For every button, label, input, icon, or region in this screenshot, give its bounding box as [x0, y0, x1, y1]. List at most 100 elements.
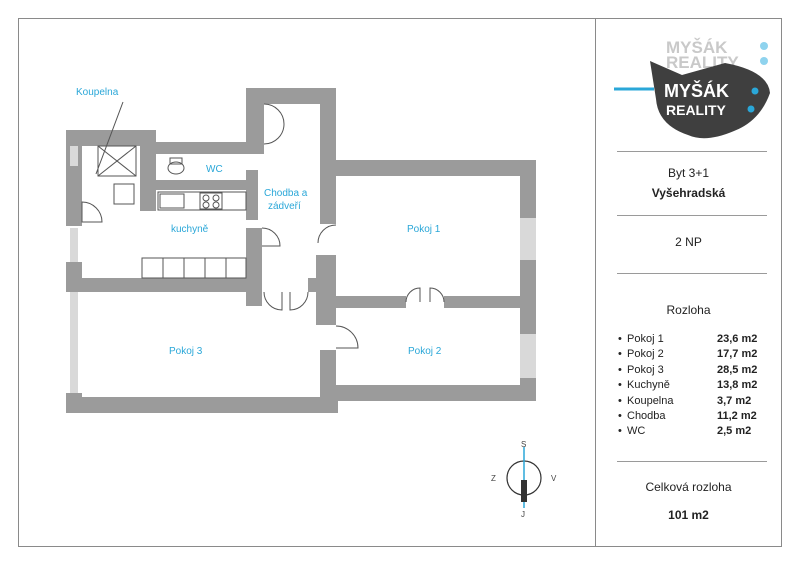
wall [156, 180, 246, 190]
separator [617, 151, 767, 152]
wall [336, 296, 406, 308]
area-name: Pokoj 1 [627, 333, 664, 345]
area-value: 11,2 m2 [717, 409, 757, 422]
bathroom-sink [113, 183, 135, 205]
compass-n: S [521, 440, 526, 449]
door-swing [317, 224, 337, 244]
bullet: • [618, 394, 622, 407]
koupelna-pointer [95, 101, 124, 175]
bullet: • [618, 333, 622, 345]
wall [66, 278, 262, 292]
label-pokoj1: Pokoj 1 [407, 224, 441, 235]
label-pokoj2: Pokoj 2 [408, 346, 442, 357]
area-name: Pokoj 3 [627, 363, 664, 376]
logo-line2: REALITY [666, 102, 727, 118]
logo-line1: MYŠÁK [664, 80, 729, 101]
logo-ghost-line1: MYŠÁK [666, 38, 728, 57]
panel-divider [595, 18, 596, 547]
logo-dot [747, 105, 755, 113]
separator [617, 215, 767, 216]
wall [246, 88, 336, 104]
wall [66, 166, 82, 226]
area-value: 3,7 m2 [717, 394, 752, 407]
total-heading: Celková rozloha [645, 480, 732, 494]
wall [444, 296, 536, 308]
area-row: • Pokoj 3 28,5 m2 [618, 364, 768, 379]
window [520, 218, 536, 260]
window [520, 334, 536, 378]
kitchen-cabinets [141, 257, 247, 279]
wall [246, 278, 262, 306]
bullet: • [618, 363, 622, 376]
wall [140, 156, 156, 211]
kitchen-sink [159, 193, 185, 209]
wall [246, 228, 262, 278]
area-row: • WC 2,5 m2 [618, 425, 768, 440]
apartment-type: Byt 3+1 [667, 166, 710, 180]
shower [97, 145, 137, 177]
compass-w: Z [491, 474, 496, 483]
area-name: Pokoj 2 [627, 348, 664, 361]
door-swing [289, 291, 309, 311]
stove [199, 192, 223, 210]
window [70, 290, 78, 393]
label-pokoj3: Pokoj 3 [169, 346, 203, 357]
bullet: • [618, 379, 622, 392]
separator [617, 273, 767, 274]
door-swing [335, 325, 359, 349]
area-name: Chodba [627, 409, 666, 422]
area-value: 13,8 m2 [717, 379, 758, 392]
door-swing [263, 103, 285, 145]
area-row: • Chodba 11,2 m2 [618, 410, 768, 425]
area-name: Kuchyně [627, 379, 670, 392]
label-chodba-2: zádveří [268, 201, 301, 212]
bullet: • [618, 409, 622, 422]
wall [320, 88, 336, 164]
area-value: 2,5 m2 [717, 425, 752, 438]
logo-dot [751, 87, 759, 95]
wall [320, 176, 336, 224]
compass: S J Z V [491, 440, 557, 519]
compass-south-bar [521, 480, 527, 502]
window [70, 228, 78, 262]
kitchen-counter [157, 191, 247, 211]
label-koupelna: Koupelna [76, 87, 119, 98]
wall [66, 130, 156, 146]
area-row: • Koupelna 3,7 m2 [618, 395, 768, 410]
area-row: • Pokoj 2 17,7 m2 [618, 348, 768, 363]
logo-ghost-dot [760, 57, 768, 65]
area-value: 28,5 m2 [717, 363, 758, 376]
wall [156, 142, 246, 154]
floor-number: 2 NP [675, 235, 702, 249]
wall [320, 385, 536, 401]
bullet: • [618, 425, 622, 438]
label-chodba-1: Chodba a [264, 188, 308, 199]
wall [66, 397, 338, 413]
wall [320, 350, 336, 400]
area-name: Koupelna [627, 394, 674, 407]
label-kuchyne: kuchyně [171, 224, 209, 235]
bullet: • [618, 348, 622, 361]
label-wc: WC [206, 164, 223, 175]
walls [66, 88, 536, 413]
compass-s: J [521, 510, 525, 519]
area-value: 17,7 m2 [717, 348, 758, 361]
separator [617, 461, 767, 462]
logo-ghost-dot [760, 42, 768, 50]
logo-shape [650, 61, 770, 139]
door-swing [405, 287, 421, 303]
compass-e: V [551, 474, 557, 483]
wall [246, 170, 258, 220]
area-heading: Rozloha [666, 303, 711, 317]
area-name: WC [627, 425, 646, 438]
wall [140, 130, 156, 158]
wall [308, 278, 336, 292]
area-row: • Kuchyně 13,8 m2 [618, 379, 768, 394]
window [70, 146, 78, 166]
street-name: Vyšehradská [651, 186, 726, 200]
door-swing [261, 227, 281, 247]
wall [320, 160, 536, 176]
drawing-frame [18, 18, 782, 547]
